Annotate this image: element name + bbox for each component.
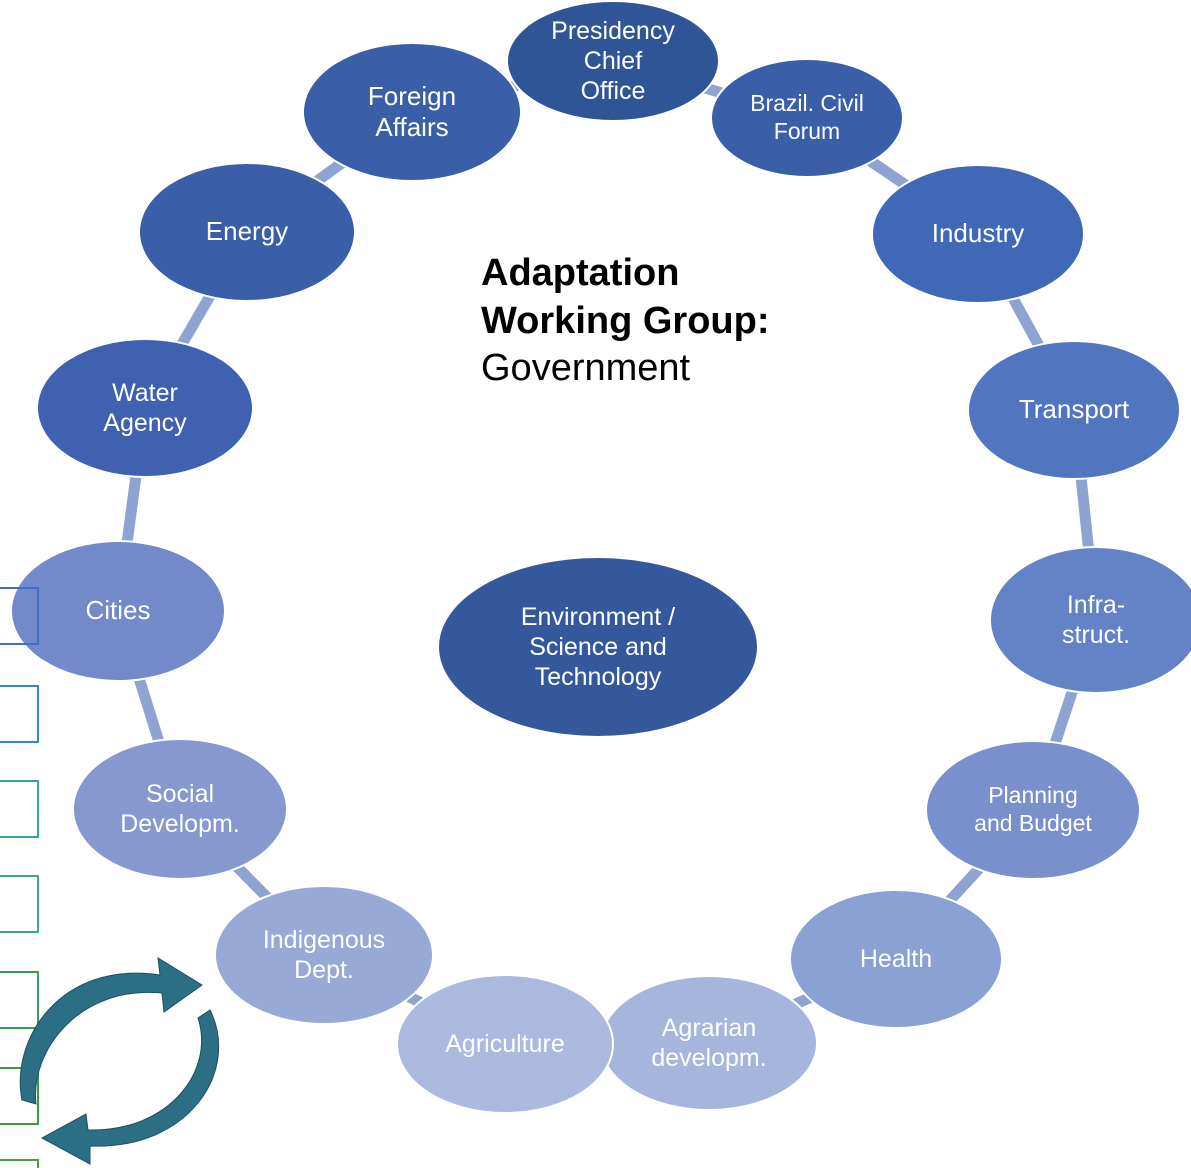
node-label: Transport (1018, 394, 1130, 425)
cycle-arrow-top-icon (19, 957, 203, 1105)
node-label: Health (859, 945, 933, 973)
node-label: Social Developm. (120, 780, 240, 838)
title-line-1: Adaptation (481, 252, 680, 294)
node-label: Water Agency (103, 379, 187, 437)
side-box (0, 875, 39, 933)
side-box (0, 587, 39, 645)
diagram-title: Adaptation Working Group: Government (481, 250, 881, 393)
node-label: Agriculture (445, 1030, 565, 1058)
node-label: Cities (85, 595, 151, 626)
node-transport: Transport (967, 340, 1181, 480)
node-energy: Energy (138, 162, 356, 302)
cycle-arrow-bottom-icon (40, 1009, 220, 1165)
side-box (0, 685, 39, 743)
node-social-developm: Social Developm. (72, 738, 288, 880)
node-label: Industry (931, 218, 1025, 249)
node-label: Planning and Budget (974, 782, 1092, 836)
node-planning-budget: Planning and Budget (925, 740, 1141, 880)
title-line-2: Working Group: (481, 299, 770, 342)
side-box (0, 780, 39, 838)
node-label: Presidency Chief Office (551, 17, 675, 105)
node-infrastruct: Infra- struct. (989, 546, 1191, 694)
node-label: Energy (205, 216, 289, 247)
node-foreign-affairs: Foreign Affairs (302, 42, 522, 182)
node-label: Infra- struct. (1061, 591, 1131, 649)
node-label: Agrarian developm. (651, 1014, 767, 1072)
node-label: Brazil. Civil Forum (750, 90, 864, 144)
node-presidency: Presidency Chief Office (506, 0, 720, 122)
center-node-label: Environment / Science and Technology (520, 603, 676, 691)
node-agriculture: Agriculture (396, 974, 614, 1114)
center-node: Environment / Science and Technology (437, 556, 759, 738)
side-box (0, 1067, 39, 1125)
node-indigenous: Indigenous Dept. (214, 885, 434, 1025)
node-water-agency: Water Agency (36, 338, 254, 478)
node-industry: Industry (871, 164, 1085, 304)
node-agrarian: Agrarian developm. (600, 975, 818, 1111)
side-box (0, 971, 39, 1029)
node-cities: Cities (10, 540, 226, 682)
side-box (0, 1159, 39, 1168)
node-health: Health (789, 889, 1003, 1029)
node-civil-forum: Brazil. Civil Forum (710, 58, 904, 178)
node-label: Indigenous Dept. (262, 926, 386, 984)
title-line-3: Government (481, 347, 691, 389)
node-label: Foreign Affairs (367, 80, 457, 142)
